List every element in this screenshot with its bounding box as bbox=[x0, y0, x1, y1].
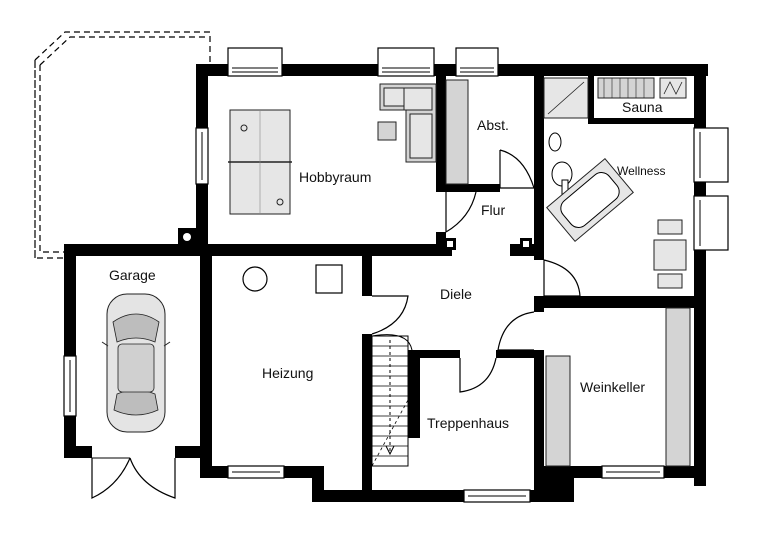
staircase bbox=[371, 334, 413, 467]
wall-garage-bottom-right bbox=[175, 446, 208, 458]
door-hobby bbox=[445, 191, 477, 233]
wall-hobby-bottom bbox=[196, 244, 452, 256]
door-garage bbox=[91, 457, 176, 499]
door-treppenhaus bbox=[459, 357, 497, 393]
wall-heizung-upper bbox=[362, 256, 372, 296]
door-abst bbox=[499, 149, 535, 189]
door-wellness bbox=[543, 259, 581, 297]
window-abst-top bbox=[455, 47, 499, 77]
terrace-outline-inner-2 bbox=[39, 65, 65, 253]
column-flur-left-inner bbox=[447, 241, 453, 247]
wall-top bbox=[196, 64, 708, 76]
sofa bbox=[379, 83, 437, 163]
window-wellness-right-bottom bbox=[693, 195, 729, 251]
room-label-sauna: Sauna bbox=[622, 99, 663, 115]
room-label-hobbyraum: Hobbyraum bbox=[299, 169, 371, 185]
sauna-bench bbox=[597, 77, 655, 99]
wall-abst-bottom bbox=[436, 184, 500, 192]
wall-bottom-middle bbox=[312, 490, 574, 502]
sink bbox=[548, 132, 562, 152]
table-tennis-table bbox=[228, 109, 292, 215]
window-hobby-top-left bbox=[227, 47, 283, 77]
wall-sauna-bottom bbox=[588, 118, 694, 124]
wall-hobby-abst-lower bbox=[436, 232, 446, 254]
room-label-treppenhaus: Treppenhaus bbox=[427, 415, 509, 431]
room-label-heizung: Heizung bbox=[262, 365, 313, 381]
bathtub bbox=[546, 158, 634, 242]
terrace-outline-inner bbox=[39, 36, 205, 66]
wall-stairs-top-b bbox=[496, 350, 544, 358]
wall-sauna-left bbox=[588, 76, 594, 124]
room-label-flur: Flur bbox=[481, 202, 505, 218]
wall-weinkeller-top bbox=[534, 296, 544, 312]
car bbox=[101, 293, 171, 433]
wall-garage-bottom-left bbox=[64, 446, 92, 458]
wellness-table bbox=[653, 239, 687, 271]
corner-post-hole bbox=[183, 233, 191, 241]
wall-garage-top bbox=[64, 244, 208, 256]
door-heizung bbox=[371, 295, 409, 335]
wall-heizung-lower bbox=[362, 334, 372, 490]
wall-stairs-top-a bbox=[418, 350, 460, 358]
wall-right bbox=[694, 64, 706, 486]
wall-garage-left bbox=[64, 244, 76, 458]
wall-stairs-inner bbox=[408, 350, 420, 438]
wall-garage-right bbox=[200, 244, 212, 478]
wall-hobby-abst bbox=[436, 64, 446, 192]
room-label-wellness: Wellness bbox=[617, 164, 665, 178]
boiler bbox=[242, 266, 268, 292]
wellness-chair-bottom bbox=[657, 273, 683, 289]
wine-shelf-right bbox=[665, 307, 691, 467]
room-label-garage: Garage bbox=[109, 267, 156, 283]
shelf-abst bbox=[445, 79, 469, 185]
heating-tank bbox=[315, 264, 343, 294]
side-table bbox=[377, 121, 397, 141]
window-wellness-right-top bbox=[693, 127, 729, 183]
room-label-abstellraum: Abst. bbox=[477, 117, 509, 133]
room-label-weinkeller: Weinkeller bbox=[580, 379, 645, 395]
window-hobby-top-right bbox=[377, 47, 435, 77]
wall-wellness-bottom bbox=[534, 296, 694, 308]
room-label-diele: Diele bbox=[440, 286, 472, 302]
door-weinkeller bbox=[497, 311, 535, 351]
column-flur-right-inner bbox=[523, 241, 529, 247]
wall-wellness-left bbox=[534, 64, 544, 260]
terrace-outline bbox=[34, 31, 211, 259]
wall-weinkeller-left bbox=[534, 350, 544, 490]
wine-shelf-left bbox=[545, 355, 571, 467]
wellness-chair-top bbox=[657, 219, 683, 235]
